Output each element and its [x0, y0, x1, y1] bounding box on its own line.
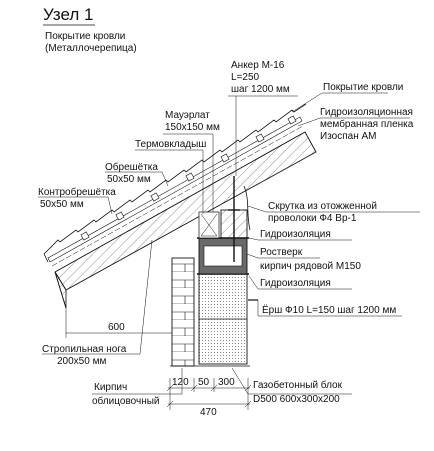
label-grillage-2: кирпич рядовой М150: [260, 261, 361, 272]
metal-tile-roof: [43, 103, 307, 255]
dim-300: 300: [218, 377, 235, 388]
label-grillage-1: Ростверк: [260, 247, 303, 258]
dim-50: 50: [198, 377, 210, 388]
subtitle-roof-cover: Покрытие кровли: [45, 31, 125, 42]
rafter-end: [54, 271, 67, 309]
label-thermal-insert: Термовкладыш: [135, 139, 206, 150]
label-membrane-1: Гидроизоляционная: [320, 107, 413, 118]
label-brick-1: Кирпич: [94, 382, 127, 393]
subtitle-metal-tile: (Металлочерепица): [45, 43, 137, 54]
label-anchor-2: L=250: [231, 72, 260, 83]
label-wire-1: Скрутка из отожженной: [268, 201, 377, 212]
label-membrane-2: мембранная пленка: [320, 118, 414, 130]
facing-brick-column: [171, 257, 195, 367]
label-counter-batten-2: 50х50 мм: [40, 199, 84, 210]
label-batten-2: 50х50 мм: [107, 174, 151, 185]
dim-total-470: 470: [200, 407, 217, 418]
battens: [80, 115, 297, 241]
wire-twist: [243, 185, 251, 231]
node-title: Узел 1: [43, 5, 93, 24]
label-batten-1: Обрешётка: [105, 161, 158, 173]
label-waterproof-bottom: Гидроизоляция: [260, 278, 331, 289]
grillage-core: [203, 245, 243, 267]
thermal-insert-hatch: [200, 213, 218, 237]
label-waterproof-top: Гидроизоляция: [260, 229, 331, 240]
label-block-2: D500 600х300х200: [253, 394, 340, 405]
label-membrane-3: Изоспан АМ: [320, 131, 377, 142]
label-anchor-3: шаг 1200 мм: [231, 84, 290, 95]
dimension-lines: [166, 378, 252, 410]
label-mauerlat-1: Мауэрлат: [165, 110, 210, 121]
label-counter-batten-1: Контробрешётка: [38, 186, 116, 198]
label-rafter-1: Стропильная нога: [42, 344, 127, 355]
leader-lines: [38, 92, 420, 395]
label-brick-2: облицовочный: [92, 395, 160, 407]
label-wire-2: проволоки Ф4 Вр-1: [268, 213, 357, 224]
label-mauerlat-2: 150х150 мм: [165, 122, 220, 133]
label-roof-cover: Покрытие кровли: [323, 82, 403, 93]
label-ruff: Ёрш Ф10 L=150 шаг 1200 мм: [262, 304, 396, 316]
label-block-1: Газобетонный блок: [253, 379, 343, 391]
tile-drip-edge: [43, 253, 49, 263]
label-anchor-1: Анкер М-16: [231, 60, 285, 71]
label-rafter-2: 200х50 мм: [57, 356, 106, 367]
dim-120: 120: [172, 377, 189, 388]
counter-batten: [47, 116, 303, 263]
label-overhang: 600: [108, 322, 125, 333]
